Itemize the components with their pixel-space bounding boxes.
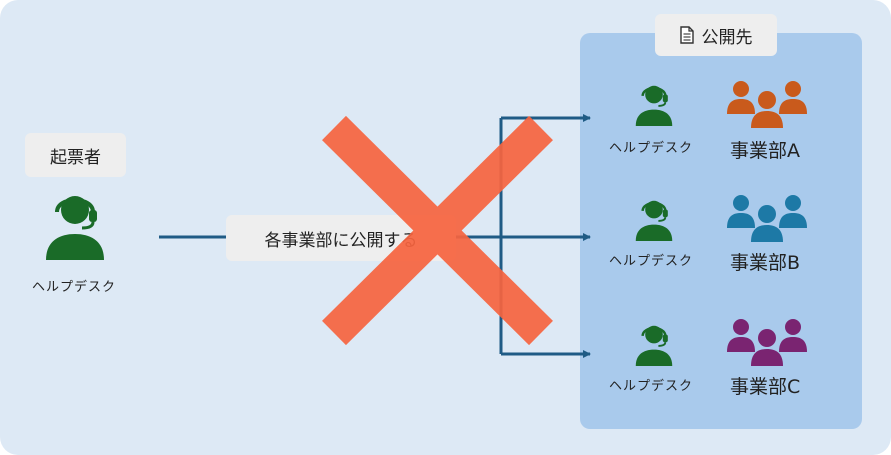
headset-person-icon (635, 325, 673, 366)
row-c-person-label: ヘルプデスク (609, 379, 694, 394)
publish-target-panel (580, 33, 862, 429)
row-a-person-label: ヘルプデスク (609, 141, 694, 156)
originator-label: 起票者 (50, 147, 101, 168)
headset-person-icon (635, 200, 673, 241)
headset-person-icon (46, 196, 104, 260)
publish-target-label: 公開先 (701, 27, 753, 48)
publish-target-label-box: 公開先 (655, 14, 777, 56)
group-icon (727, 319, 807, 366)
group-icon (727, 81, 807, 128)
row-b-person-label: ヘルプデスク (609, 254, 694, 269)
row-c-dept-label: 事業部C (730, 376, 801, 398)
group-icon (727, 195, 807, 242)
originator-label-box: 起票者 (25, 133, 126, 177)
row-b-dept-label: 事業部B (730, 252, 801, 274)
originator-person-label: ヘルプデスク (32, 280, 117, 295)
headset-person-icon (635, 85, 673, 126)
document-icon (679, 26, 694, 44)
row-a-dept-label: 事業部A (730, 140, 800, 162)
connector-label: 各事業部に公開する (264, 230, 418, 251)
